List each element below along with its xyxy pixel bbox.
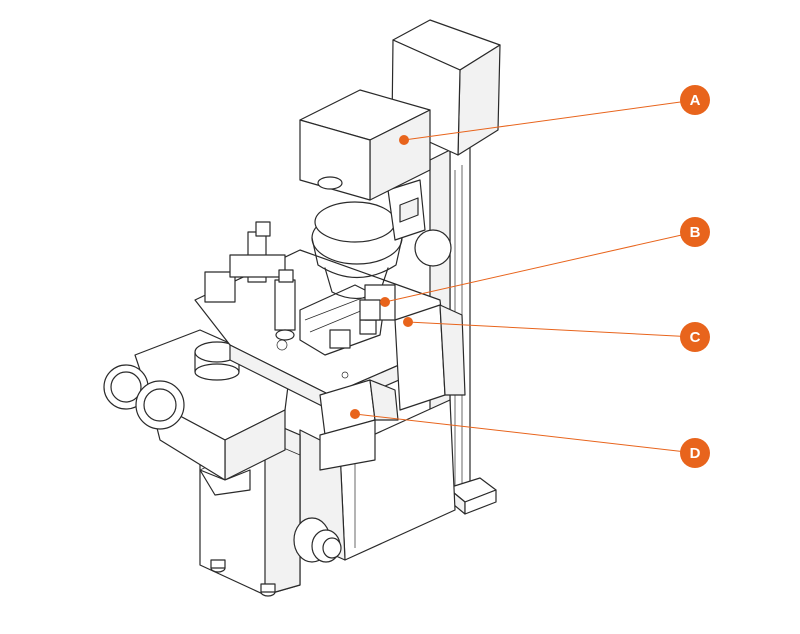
callout-d-badge[interactable] bbox=[680, 438, 710, 468]
callout-b-badge[interactable] bbox=[680, 217, 710, 247]
callout-a-label: A bbox=[690, 92, 701, 109]
callout-c: C bbox=[403, 317, 710, 352]
callout-a-dot bbox=[399, 135, 409, 145]
lamp-arm bbox=[387, 179, 426, 241]
sample-chamber bbox=[359, 284, 396, 321]
binocular-right bbox=[135, 380, 185, 430]
condenser bbox=[311, 201, 452, 300]
callout-c-label: C bbox=[690, 329, 701, 346]
callout-b-leader bbox=[384, 231, 696, 303]
focus-knob bbox=[293, 517, 342, 563]
callout-b-label: B bbox=[690, 224, 701, 241]
callout-d-label: D bbox=[690, 445, 701, 462]
stage-holder-left bbox=[204, 221, 286, 303]
callout-d-leader bbox=[354, 413, 696, 454]
lamp-housing bbox=[299, 89, 431, 201]
callout-d: D bbox=[350, 409, 710, 468]
callout-a-leader bbox=[403, 99, 696, 141]
callout-b: B bbox=[380, 217, 710, 307]
callout-c-dot bbox=[403, 317, 413, 327]
lower-module bbox=[319, 379, 399, 471]
callout-a-badge[interactable] bbox=[680, 85, 710, 115]
base-foot bbox=[447, 477, 497, 515]
stage-bracket bbox=[394, 304, 466, 411]
stage-post bbox=[274, 269, 296, 341]
callout-d-dot bbox=[350, 409, 360, 419]
callout-c-leader bbox=[407, 321, 696, 338]
callout-a: A bbox=[399, 85, 710, 145]
callout-c-badge[interactable] bbox=[680, 322, 710, 352]
callout-b-dot bbox=[380, 297, 390, 307]
